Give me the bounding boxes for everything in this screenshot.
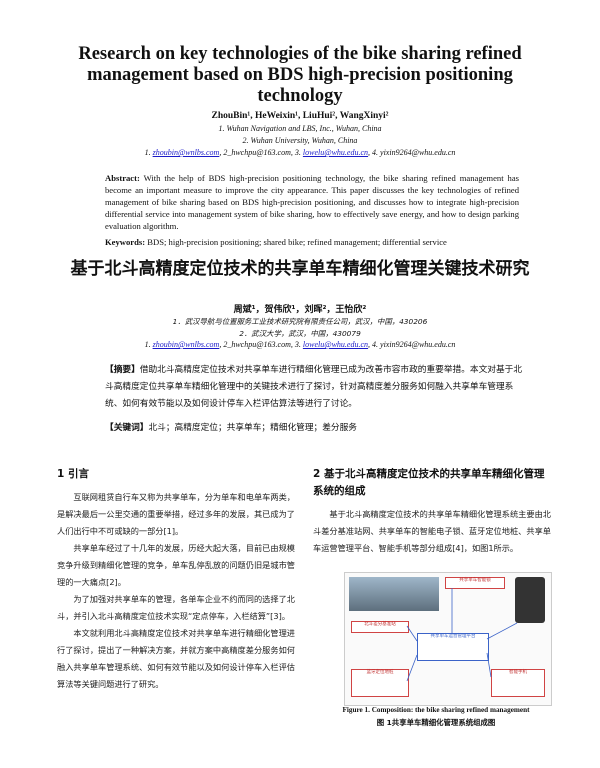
figure-caption-en: Figure 1. Composition: the bike sharing … <box>342 706 530 714</box>
email-link-3-cn[interactable]: lowelu@whu.edu.cn <box>302 340 369 349</box>
paper-title-en: Research on key technologies of the bike… <box>78 44 522 106</box>
abstract-label-cn: 【摘要】 <box>105 365 140 375</box>
section-1-paragraph-2: 共享单车经过了十几年的发展，历经大起大落，目前已由规模竞争升级到精细化管理的竞争… <box>57 543 295 587</box>
authors-cn: 周斌¹，贺伟欣¹，刘晖²，王怡欣² <box>233 305 367 315</box>
abstract-en: Abstract: With the help of BDS high-prec… <box>105 172 519 232</box>
figure-1-system-diagram: 共享单车智能锁 北斗差分基准站 共享单车运营管理平台 蓝牙定位地桩 智能手机 <box>344 572 552 706</box>
fig-box-bluetooth-pile: 蓝牙定位地桩 <box>351 669 409 697</box>
fig-box-smart-lock: 共享单车智能锁 <box>445 577 505 589</box>
section-1: 1 引言 互联网租赁自行车又称为共享单车，分为单车和电单车两类，是解决最后一公里… <box>57 466 295 693</box>
email-4-cn: 4. yixin9264@whu.edu.cn <box>372 340 456 349</box>
keywords-text-en: BDS; high-precision positioning; shared … <box>147 237 447 247</box>
keywords-label-en: Keywords: <box>105 237 146 247</box>
keywords-text-cn: 北斗；高精度定位；共享单车；精细化管理；差分服务 <box>148 423 357 433</box>
email-2: 2_hwchpu@163.com <box>223 148 291 157</box>
email-link-3[interactable]: lowelu@whu.edu.cn <box>302 148 369 157</box>
email-line-en: 1. zhoubin@wnlbs.com, 2_hwchpu@163.com, … <box>144 148 456 157</box>
paper-title-cn: 基于北斗高精度定位技术的共享单车精细化管理关键技术研究 <box>70 259 530 279</box>
affiliation-2-en: 2. Wuhan University, Wuhan, China <box>242 136 358 145</box>
keywords-en: Keywords: BDS; high-precision positionin… <box>105 237 519 247</box>
abstract-label-en: Abstract: <box>105 173 140 183</box>
section-1-paragraph-3: 为了加强对共享单车的管理，各单车企业不约而同的选择了北斗，并引入北斗高精度定位技… <box>57 594 295 621</box>
fig-box-base-station: 北斗差分基准站 <box>351 621 409 633</box>
section-2: 2 基于北斗高精度定位技术的共享单车精细化管理系统的组成 基于北斗高精度定位技术… <box>313 466 551 557</box>
smartphone-image <box>515 577 545 623</box>
keywords-cn: 【关键词】北斗；高精度定位；共享单车；精细化管理；差分服务 <box>105 420 525 433</box>
section-2-paragraph-1: 基于北斗高精度定位技术的共享单车精细化管理系统主要由北斗差分基准站网、共享单车的… <box>313 509 551 553</box>
email-line-cn: 1. zhoubin@wnlbs.com, 2_hwchpu@163.com, … <box>144 340 456 349</box>
fig-box-operations-platform: 共享单车运营管理平台 <box>417 633 489 661</box>
affiliation-1-cn: 1．武汉导航与位置服务工业技术研究院有限责任公司，武汉，中国，430206 <box>172 317 428 326</box>
fig-arrows <box>406 588 518 682</box>
email-4: 4. yixin9264@whu.edu.cn <box>372 148 456 157</box>
email-link-1[interactable]: zhoubin@wnlbs.com <box>152 148 220 157</box>
section-1-paragraph-1: 互联网租赁自行车又称为共享单车，分为单车和电单车两类，是解决最后一公里交通的重要… <box>57 492 295 536</box>
fig-box-smartphone: 智能手机 <box>491 669 545 697</box>
section-1-heading: 1 引言 <box>57 468 89 480</box>
abstract-text-cn: 借助北斗高精度定位技术对共享单车进行精细化管理已成为改善市容市政的重要举措。本文… <box>105 365 522 409</box>
authors-en: ZhouBin¹, HeWeixin¹, LiuHui², WangXinyi² <box>211 111 389 121</box>
abstract-cn: 【摘要】借助北斗高精度定位技术对共享单车进行精细化管理已成为改善市容市政的重要举… <box>105 362 525 413</box>
section-1-paragraph-4: 本文就利用北斗高精度定位技术对共享单车进行精细化管理进行了探讨，提出了一种解决方… <box>57 628 295 689</box>
affiliation-2-cn: 2．武汉大学，武汉，中国，430079 <box>239 329 361 338</box>
email-2-cn: 2_hwchpu@163.com <box>223 340 291 349</box>
email-link-1-cn[interactable]: zhoubin@wnlbs.com <box>152 340 220 349</box>
figure-caption-cn: 图 1共享单车精细化管理系统组成图 <box>376 718 496 727</box>
affiliation-1-en: 1. Wuhan Navigation and LBS, Inc., Wuhan… <box>218 124 382 133</box>
abstract-text-en: With the help of BDS high-precision posi… <box>105 173 519 231</box>
keywords-label-cn: 【关键词】 <box>105 423 149 433</box>
section-2-heading: 2 基于北斗高精度定位技术的共享单车精细化管理系统的组成 <box>313 468 545 497</box>
bike-photo-image <box>349 577 439 611</box>
